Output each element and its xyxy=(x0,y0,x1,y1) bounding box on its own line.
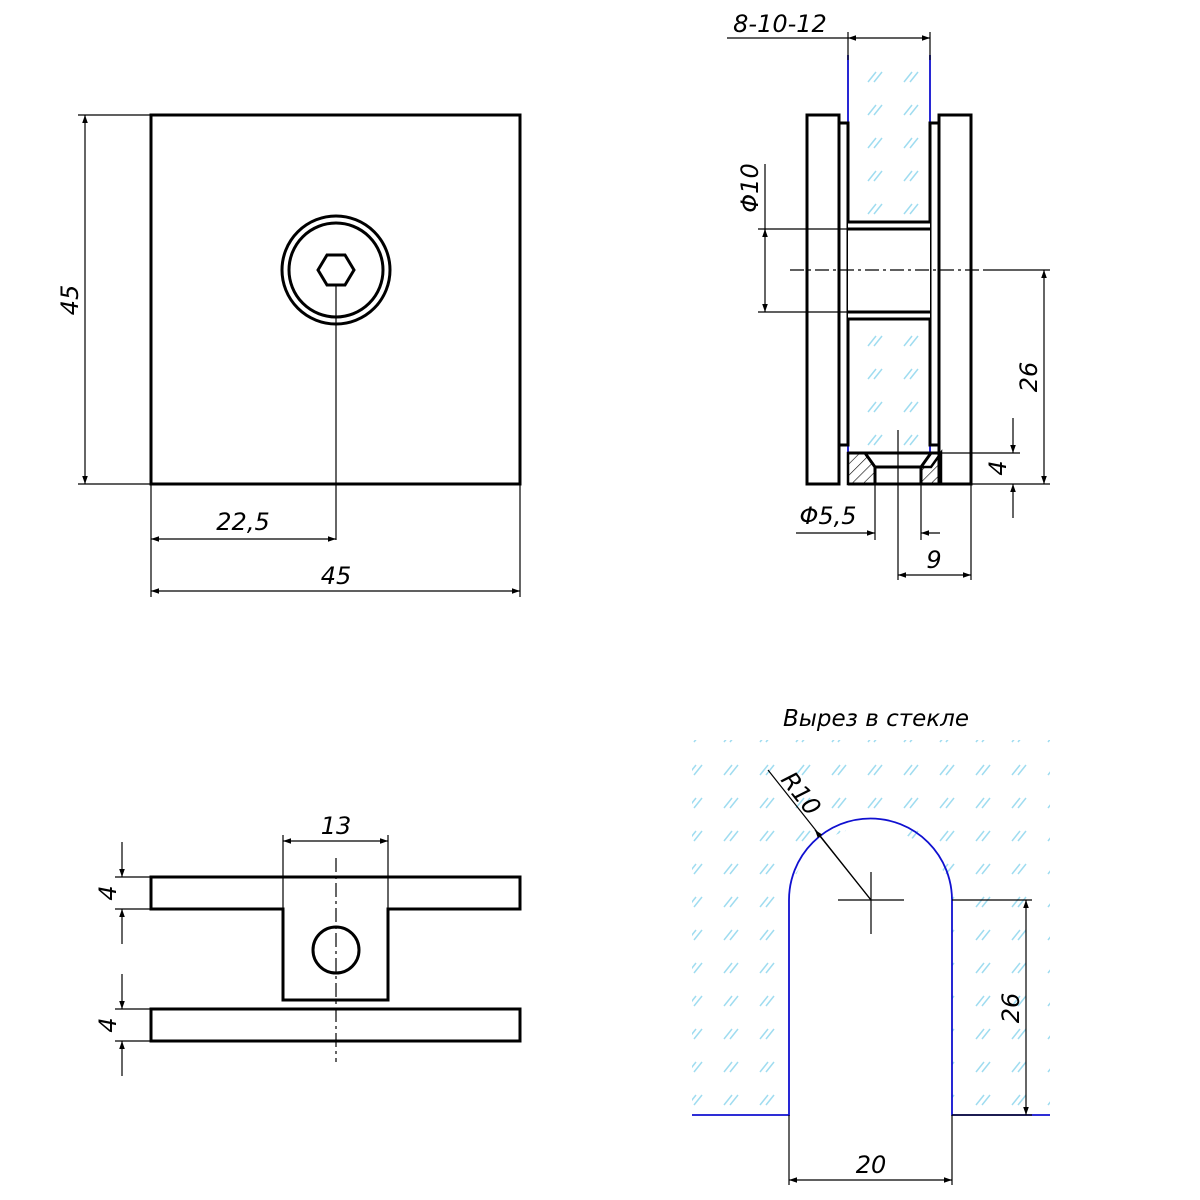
upper-plate-with-pin xyxy=(149,875,522,1002)
right-gasket xyxy=(928,121,941,447)
dim-width-label: 45 xyxy=(321,562,352,590)
dim-half-width-label: 22,5 xyxy=(216,508,269,536)
dim-center-height-label: 26 xyxy=(1015,362,1043,393)
base-section xyxy=(919,449,943,486)
dim-pin-diameter-label: Φ10 xyxy=(736,163,764,212)
dim-pin-width-label: 13 xyxy=(321,812,352,840)
top-view: 13 4 4 xyxy=(94,812,522,1076)
dim-depth-label: 26 xyxy=(997,993,1025,1024)
left-gasket xyxy=(837,121,850,447)
cutout-title: Вырез в стекле xyxy=(783,706,969,732)
dim-line-radius xyxy=(814,829,872,901)
dim-hole-diameter-label: Φ5,5 xyxy=(799,502,856,530)
cutout-view: Вырез в стекле R10 26 20 xyxy=(692,706,1050,1185)
right-plate xyxy=(937,113,973,486)
left-plate xyxy=(805,113,841,486)
dim-glass-thickness-label: 8-10-12 xyxy=(733,10,827,38)
hex-socket-icon xyxy=(316,253,356,287)
cutout-edge xyxy=(692,817,1050,1116)
front-view: 45 22,5 45 xyxy=(56,113,522,597)
dim-width-label: 20 xyxy=(856,1151,887,1179)
base-section xyxy=(846,451,877,486)
dim-upper-plate-label: 4 xyxy=(94,885,122,900)
dim-height-label: 45 xyxy=(56,285,84,316)
side-view: 8-10-12 Φ10 26 4 Φ5,5 9 xyxy=(727,10,1050,580)
dim-base-thickness-label: 4 xyxy=(984,460,1012,475)
dim-lower-plate-label: 4 xyxy=(94,1017,122,1032)
glass-area xyxy=(692,740,1050,1115)
dim-half-width-label: 9 xyxy=(926,546,941,574)
